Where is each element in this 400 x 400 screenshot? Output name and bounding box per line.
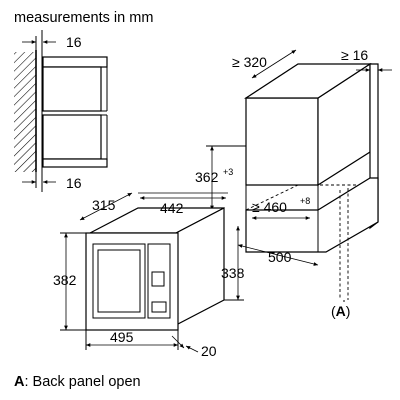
upper-panel-front (245, 97, 319, 186)
dim-362-label: 362 (195, 169, 219, 185)
cabinet-niche: ≥ 320 ≥ 16 362 +3 ≥ 460 +8 500 (A) (195, 47, 392, 319)
microwave-appliance: 315 442 382 338 495 20 (53, 192, 245, 359)
dim-315-label: 315 (92, 197, 116, 213)
dim-500-label: 500 (268, 249, 292, 265)
dim-20-label: 20 (201, 343, 217, 359)
lower-box (42, 114, 102, 160)
dim-16-side-label: ≥ 16 (341, 47, 368, 63)
wall-hatch (14, 52, 36, 172)
diagram-title: measurements in mm (14, 10, 153, 26)
bottom-board (42, 158, 108, 168)
legend-note: A: Back panel open (14, 374, 141, 390)
control-panel (147, 243, 171, 319)
dim-362-tol: +3 (223, 167, 233, 177)
niche-bottom-left-edge (245, 184, 299, 211)
dim-320-label: ≥ 320 (232, 54, 267, 70)
top-board (42, 56, 108, 68)
dim-315-line (79, 192, 133, 221)
front-frame (85, 232, 179, 331)
dim-338-label: 338 (221, 265, 245, 281)
dim-20-arrow-b (185, 345, 199, 353)
dim-320-line (251, 49, 297, 79)
door-window (92, 243, 146, 319)
upper-box (42, 66, 102, 112)
dim-460-label: ≥ 460 (252, 199, 287, 215)
dim-20-arrow-a (171, 335, 185, 349)
dim-495-label: 495 (110, 329, 134, 345)
dim-500-line (237, 244, 319, 266)
callout-label: (A) (331, 303, 350, 319)
dim-16-top-label: 16 (66, 34, 82, 50)
dim-382-label: 382 (53, 272, 77, 288)
control-button (151, 301, 167, 313)
bottom-shelf (245, 177, 379, 253)
dim-16-bottom-label: 16 (66, 175, 82, 191)
niche-side-view: 16 16 (14, 30, 108, 192)
dim-460-tol: +8 (300, 196, 310, 206)
dim-442-label: 442 (160, 200, 184, 216)
door-inner (97, 249, 141, 313)
control-knob (151, 271, 165, 287)
